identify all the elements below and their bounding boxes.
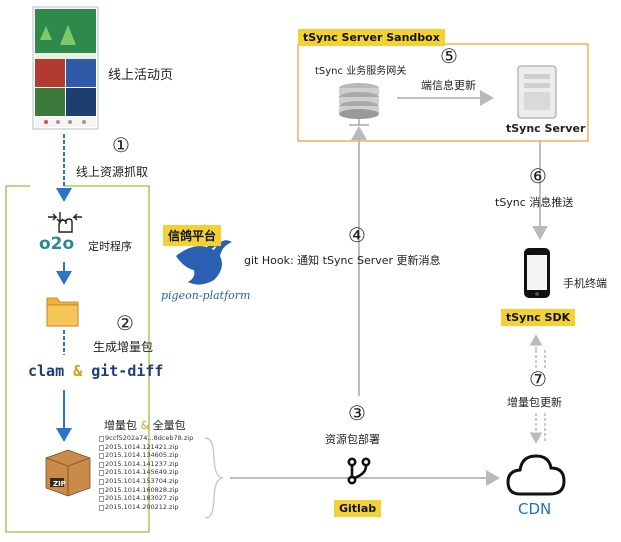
- packages-title-b: 全量包: [152, 419, 186, 432]
- step-2-label: 生成增量包: [93, 340, 154, 354]
- cdn-label: CDN: [518, 500, 552, 518]
- zip-file-item: 9ccf5202a74...8dceb78.zip: [99, 434, 193, 443]
- git-diff-text: git-diff: [91, 362, 164, 380]
- zip-file-item: 2015.1014.134605.zip: [99, 451, 193, 460]
- clam-text: clam: [28, 362, 65, 380]
- clam-git-diff-logo: clam & git-diff: [28, 362, 163, 380]
- o2o-logo: o2o: [39, 234, 75, 254]
- cloud-icon: [506, 454, 566, 496]
- gitlab-tag: Gitlab: [334, 500, 382, 517]
- step-2-number: ②: [116, 311, 134, 335]
- step-6-label: tSync 消息推送: [495, 196, 574, 209]
- packages-title: 增量包 & 全量包: [104, 417, 186, 433]
- folder-icon: [46, 297, 79, 327]
- zip-file-item: 2015.1014.121421.zip: [99, 443, 193, 452]
- step-7-number: ⑦: [529, 367, 547, 391]
- zip-file-item: 2015.1014.200212.zip: [99, 503, 193, 512]
- zip-label: ZIP: [53, 480, 66, 488]
- pigeon-platform-tag: 信鸽平台: [163, 225, 222, 246]
- step-4-number: ④: [348, 223, 366, 247]
- o2o-label: 定时程序: [88, 240, 132, 253]
- list-brace: [204, 437, 225, 519]
- online-page-thumbnail: [32, 6, 99, 130]
- zip-file-item: 2015.1014.145649.zip: [99, 468, 193, 477]
- server-label: tSync Server: [506, 122, 586, 135]
- step-4-label: git Hook: 通知 tSync Server 更新消息: [244, 254, 441, 267]
- step-3-number: ③: [348, 401, 366, 425]
- pigeon-platform-logo: pigeon-platform: [161, 289, 251, 302]
- step-3-label: 资源包部署: [325, 433, 380, 446]
- phone-terminal-label: 手机终端: [563, 277, 607, 290]
- online-page-label: 线上活动页: [108, 68, 174, 83]
- server-stack-icon: [339, 83, 379, 126]
- zip-file-item: 2015.1014.183027.zip: [99, 494, 193, 503]
- zip-file-item: 2015.1014.160828.zip: [99, 486, 193, 495]
- step-7-label: 增量包更新: [507, 396, 562, 409]
- sdk-tag: tSync SDK: [501, 309, 576, 326]
- zip-box-icon: [45, 449, 91, 497]
- step-1-number: ①: [112, 133, 130, 157]
- gateway-label: tSync 业务服务网关: [315, 66, 407, 77]
- zip-file-item: 2015.1014.141237.zip: [99, 460, 193, 469]
- server-tower-icon: [517, 65, 557, 119]
- git-branch-icon: [347, 457, 371, 485]
- step-6-number: ⑥: [529, 164, 547, 188]
- phone-icon: [524, 248, 550, 298]
- packages-title-a: 增量包: [104, 419, 137, 432]
- sandbox-title: tSync Server Sandbox: [298, 29, 445, 46]
- crawl-hand-icon: [48, 212, 82, 233]
- zip-file-item: 2015.1014.153704.zip: [99, 477, 193, 486]
- step-1-label: 线上资源抓取: [76, 165, 149, 179]
- pipeline-box: [5, 185, 150, 533]
- amp-text: &: [73, 362, 83, 380]
- packages-amp: &: [140, 419, 150, 432]
- step-5-number: ⑤: [440, 44, 458, 68]
- step-5-label: 端信息更新: [421, 79, 476, 92]
